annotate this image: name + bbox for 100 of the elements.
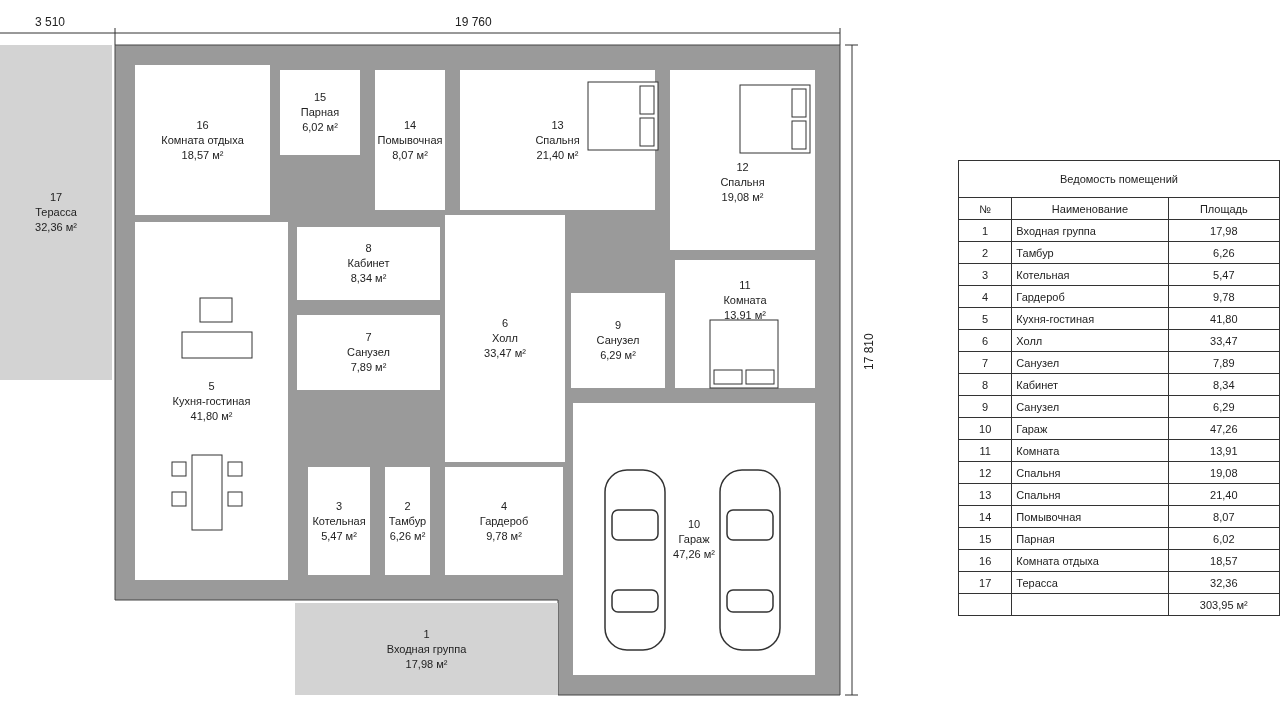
dimension-label: 17 810 [862,333,876,370]
table-cell: 9 [958,395,1012,418]
room-number: 13 [551,117,564,133]
table-cell: Санузел [1011,395,1169,418]
room-area: 41,80 м² [190,408,233,424]
table-cell: 6,29 [1168,395,1280,418]
room-number: 7 [365,330,372,345]
dimension-label: 3 510 [35,15,66,29]
table-cell: 33,47 [1168,329,1280,352]
table-cell: 1 [958,219,1012,242]
table-cell: 17,98 [1168,219,1280,242]
table-cell: Гардероб [1011,285,1169,308]
table-cell: 6,02 [1168,527,1280,550]
room-area: 17,98 м² [405,656,448,672]
room-number: 9 [614,318,622,333]
table-cell: Тамбур [1011,241,1169,264]
room-number: 11 [739,278,751,293]
table-cell: 41,80 [1168,307,1280,330]
table-cell: Кабинет [1011,373,1169,396]
table-cell: 2 [958,241,1012,264]
table-cell: Парная [1011,527,1169,550]
table-cell: 21,40 [1168,483,1280,506]
table-cell: 13 [958,483,1012,506]
room-number: 10 [687,516,701,532]
table-cell: 12 [958,461,1012,484]
table-cell: Санузел [1011,351,1169,374]
table-cell: Комната отдыха [1011,549,1169,572]
room-name: Гараж [678,531,710,547]
table-cell: 3 [958,263,1012,286]
table-cell: 5,47 [1168,263,1280,286]
room-name: Спальня [720,175,765,190]
room-name: Терасса [35,205,77,220]
room-area: 8,34 м² [350,271,387,286]
table-cell: Терасса [1011,571,1169,594]
table-cell: 32,36 [1168,571,1280,594]
terrace-area [0,45,112,380]
table-cell: 5 [958,307,1012,330]
table-cell: 303,95 м² [1168,593,1280,616]
room-area: 6,29 м² [600,348,636,363]
table-cell: Спальня [1011,483,1169,506]
room-area: 21,40 м² [536,147,579,163]
table-cell: 18,57 [1168,549,1280,572]
room-area: 9,78 м² [486,528,522,544]
room-name: Санузел [347,345,390,360]
room-area: 6,26 м² [389,528,426,544]
room-area: 47,26 м² [673,546,715,562]
table-cell: 11 [958,439,1012,462]
room-name: Комната [723,293,767,308]
room-number: 5 [208,378,215,394]
room [135,65,270,215]
room-name: Кабинет [347,256,390,271]
room-name: Санузел [596,333,640,348]
table-cell: 15 [958,527,1012,550]
table-cell: 4 [958,285,1012,308]
table-cell: Помывочная [1011,505,1169,528]
column-header: № [958,197,1012,220]
room-name: Спальня [535,132,580,148]
table-cell: 17 [958,571,1012,594]
room-name: Котельная [312,513,366,529]
room-name: Парная [300,105,340,120]
table-cell: 6,26 [1168,241,1280,264]
room-area: 13,91 м² [724,308,766,323]
room-number: 8 [365,241,372,256]
room-area: 33,47 м² [484,346,526,361]
room-number: 6 [501,316,509,331]
room-area: 18,57 м² [181,147,224,163]
table-cell: Комната [1011,439,1169,462]
table-cell: 7 [958,351,1012,374]
room-number: 1 [423,626,430,642]
table-cell: 10 [958,417,1012,440]
room-number: 15 [313,90,327,105]
table-cell: Спальня [1011,461,1169,484]
room-number: 2 [404,498,411,514]
table-cell: 13,91 [1168,439,1280,462]
dimension-label: 19 760 [455,15,492,29]
table-cell: Холл [1011,329,1169,352]
room-number: 3 [335,498,343,514]
room-number: 16 [196,117,209,133]
room-name: Гардероб [479,513,529,529]
table-cell: 47,26 [1168,417,1280,440]
table-cell: 19,08 [1168,461,1280,484]
room-number: 14 [403,117,417,133]
room-area: 19,08 м² [721,190,764,205]
table-cell: Входная группа [1011,219,1169,242]
room-name: Помывочная [377,132,443,148]
room-number: 4 [500,498,508,514]
terrace-area [295,603,558,695]
table-cell: 8,34 [1168,373,1280,396]
table-cell: Кухня-гостиная [1011,307,1169,330]
table-cell: Гараж [1011,417,1169,440]
table-cell: 9,78 [1168,285,1280,308]
table-cell: 16 [958,549,1012,572]
room-name: Входная группа [386,641,467,657]
table-title: Ведомость помещений [958,160,1280,198]
room-name: Тамбур [388,513,427,529]
room-number: 12 [736,160,749,175]
table-cell: 6 [958,329,1012,352]
table-cell: Котельная [1011,263,1169,286]
room-name: Холл [492,331,518,346]
room-area: 8,07 м² [392,147,428,163]
